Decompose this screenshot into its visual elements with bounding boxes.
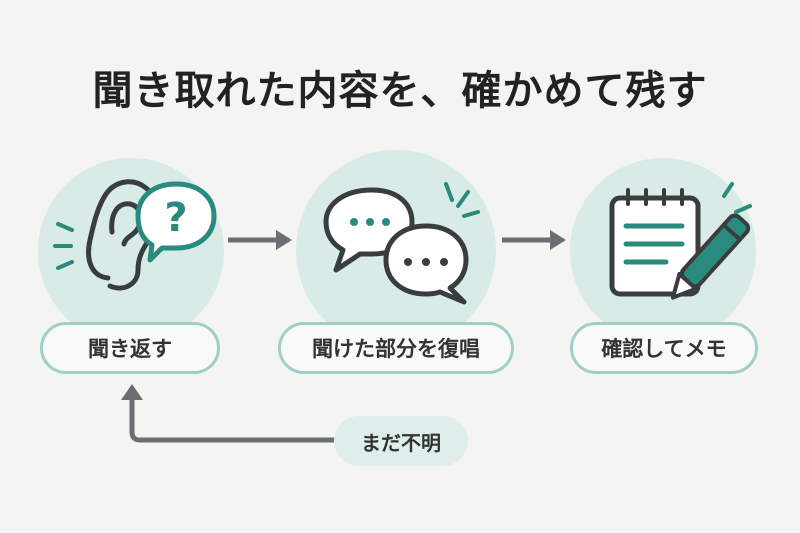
step-3-label: 確認してメモ (570, 322, 758, 374)
speech-bubbles-icon (323, 187, 469, 305)
pen-icon (670, 213, 751, 300)
page-title: 聞き取れた内容を、確かめて残す (92, 68, 708, 114)
arrow-step1-to-step2 (228, 230, 292, 250)
notepad-icon (609, 188, 701, 297)
sound-waves-icon (53, 222, 74, 270)
step-1-label: 聞き返す (40, 322, 220, 374)
loop-back-arrowhead (121, 384, 143, 400)
svg-text:?: ? (164, 195, 187, 241)
loop-note-label: まだ不明 (334, 416, 468, 466)
arrow-step2-to-step3 (502, 230, 566, 250)
loop-back-arrow (129, 398, 336, 443)
emphasis-lines-icon (444, 182, 480, 218)
step-2-label: 聞けた部分を復唱 (278, 322, 514, 374)
sparkle-lines-icon (722, 182, 752, 214)
question-bubble-icon: ? (135, 181, 217, 263)
